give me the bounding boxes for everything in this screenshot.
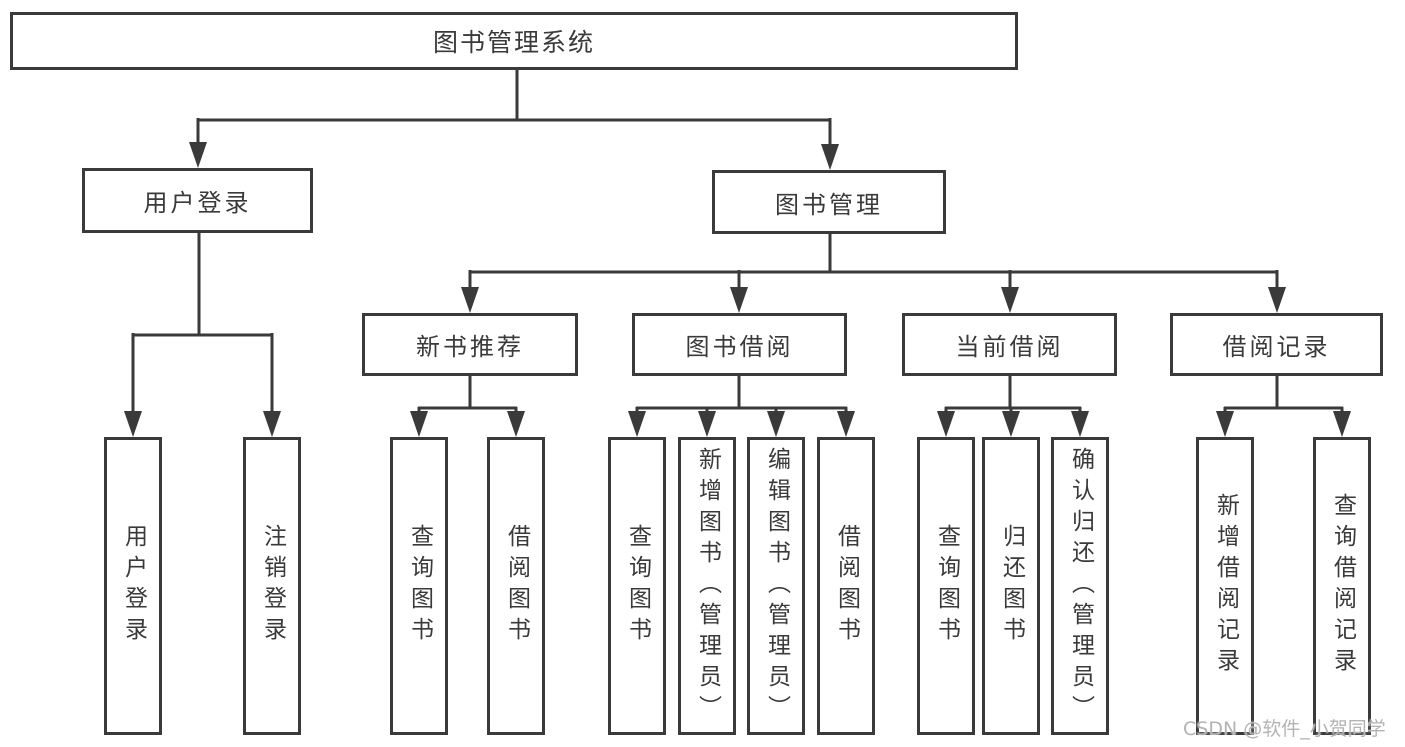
leaf-user-login: 用户登录 [104, 437, 162, 735]
leaf-query-books-1: 查询图书 [390, 437, 448, 735]
leaf-query-borrow-record: 查询借阅记录 [1313, 437, 1371, 735]
node-label: 当前借阅 [955, 333, 1064, 361]
csdn-watermark: CSDN @软件_小贺同学 [1183, 718, 1386, 740]
node-current-borrowing: 当前借阅 [902, 313, 1117, 376]
leaf-borrow-books-1: 借阅图书 [487, 437, 545, 735]
node-book-borrowing: 图书借阅 [632, 313, 847, 376]
leaf-query-books-2: 查询图书 [608, 437, 666, 735]
leaf-label: 查询借阅记录 [1329, 493, 1356, 679]
leaf-query-books-3: 查询图书 [917, 437, 975, 735]
leaf-label: 借阅图书 [833, 524, 860, 648]
leaf-label: 确认归还（管理员） [1067, 446, 1094, 726]
leaf-label: 查询图书 [624, 524, 651, 648]
leaf-add-books-admin: 新增图书（管理员） [678, 437, 736, 735]
leaf-borrow-books-2: 借阅图书 [817, 437, 875, 735]
leaf-logout: 注销登录 [243, 437, 301, 735]
leaf-return-books: 归还图书 [982, 437, 1040, 735]
node-label: 图书借阅 [685, 333, 794, 361]
node-book-management: 图书管理 [712, 170, 946, 234]
leaf-add-borrow-record: 新增借阅记录 [1196, 437, 1254, 735]
node-label: 图书管理 [775, 190, 883, 219]
leaf-label: 查询图书 [406, 524, 433, 648]
leaf-label: 注销登录 [259, 524, 286, 648]
node-label: 图书管理系统 [432, 28, 595, 57]
leaf-label: 查询图书 [933, 524, 960, 648]
node-label: 新书推荐 [416, 333, 524, 361]
leaf-label: 新增借阅记录 [1212, 493, 1239, 679]
leaf-label: 用户登录 [120, 524, 147, 648]
node-label: 借阅记录 [1222, 333, 1331, 361]
node-library-management-system: 图书管理系统 [10, 12, 1018, 70]
node-label: 用户登录 [143, 189, 252, 217]
node-borrowing-records: 借阅记录 [1170, 313, 1383, 376]
node-user-login: 用户登录 [82, 168, 313, 233]
leaf-edit-books-admin: 编辑图书（管理员） [747, 437, 805, 735]
leaf-label: 归还图书 [998, 524, 1025, 648]
leaf-label: 借阅图书 [503, 524, 530, 648]
node-new-book-recommend: 新书推荐 [362, 313, 578, 376]
leaf-confirm-return-admin: 确认归还（管理员） [1051, 437, 1109, 735]
leaf-label: 新增图书（管理员） [694, 446, 721, 726]
leaf-label: 编辑图书（管理员） [763, 446, 790, 726]
